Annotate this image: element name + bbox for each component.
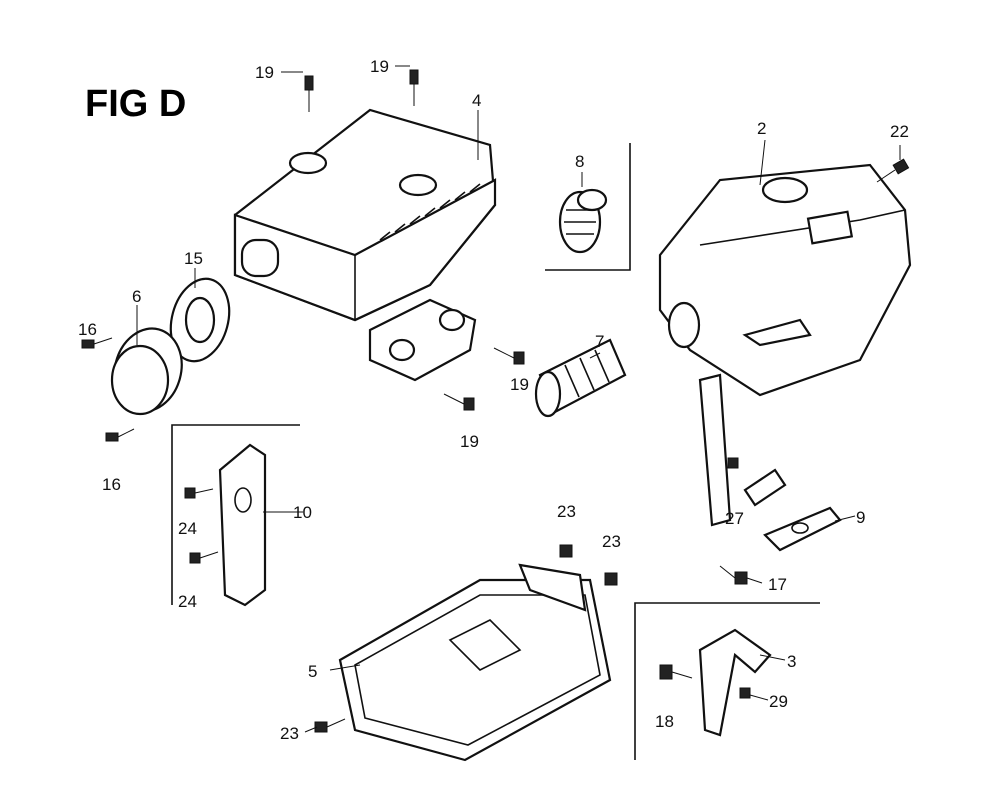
bracket-part-8 (545, 143, 631, 271)
callout-10: 10 (293, 503, 312, 522)
callout-23: 23 (280, 724, 299, 743)
bolts (81, 69, 910, 733)
heat-shield-part-10 (218, 443, 267, 607)
callout-24: 24 (178, 592, 197, 611)
callout-8: 8 (575, 152, 584, 171)
callout-19: 19 (510, 375, 529, 394)
bracket-part-3 (634, 602, 820, 760)
callout-9: 9 (856, 508, 865, 527)
callout-27: 27 (725, 509, 744, 528)
gasket-part-15 (169, 277, 231, 363)
callout-18: 18 (655, 712, 674, 731)
callout-22: 22 (890, 122, 909, 141)
callout-23: 23 (557, 502, 576, 521)
muffler-part-2 (658, 163, 912, 527)
callout-17: 17 (768, 575, 787, 594)
callout-23: 23 (602, 532, 621, 551)
spark-arrester-part-7 (534, 338, 627, 418)
bracket-part-10 (171, 424, 300, 605)
bracket-part-3 (698, 628, 772, 737)
spark-arrester-cap-part-8 (558, 188, 608, 254)
muffler-tray-part-5 (338, 563, 612, 762)
callout-16: 16 (78, 320, 97, 339)
callout-6: 6 (132, 287, 141, 306)
callout-19: 19 (370, 57, 389, 76)
callout-19: 19 (460, 432, 479, 451)
callout-15: 15 (184, 249, 203, 268)
callout-24: 24 (178, 519, 197, 538)
callout-2: 2 (757, 119, 766, 138)
gasket-part-9 (743, 468, 842, 552)
callout-3: 3 (787, 652, 796, 671)
cover-cap-part-6 (110, 327, 183, 416)
muffler-protector-part-4 (233, 108, 497, 382)
callout-29: 29 (769, 692, 788, 711)
callout-16: 16 (102, 475, 121, 494)
callout-4: 4 (472, 91, 481, 110)
callout-19: 19 (255, 63, 274, 82)
figure-title: FIG D (85, 83, 186, 125)
callout-5: 5 (308, 662, 317, 681)
callout-7: 7 (595, 332, 604, 351)
